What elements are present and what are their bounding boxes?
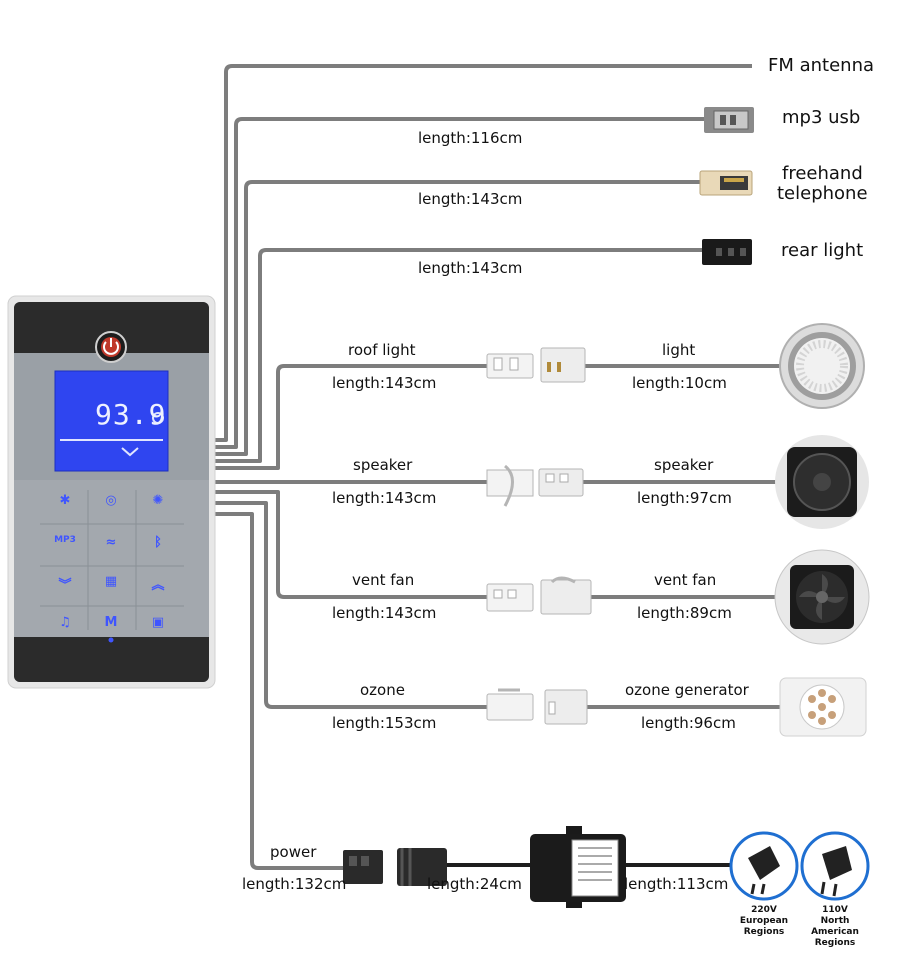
eu-plug-caption: 220V European Regions	[729, 905, 799, 938]
up-icon[interactable]: ︽	[151, 578, 165, 593]
na-region-2: Regions	[814, 938, 856, 948]
roof-light-cable	[214, 364, 487, 470]
bell-icon[interactable]: ♫	[59, 615, 71, 630]
cable-bundle	[214, 64, 780, 870]
mp3-icon[interactable]: MP3	[54, 535, 76, 545]
eu-region-1: European	[739, 916, 789, 926]
ozone-cable	[214, 501, 487, 709]
fm-antenna-cable	[214, 64, 752, 442]
power-connector-icon	[343, 848, 447, 886]
radio-icon	[152, 412, 164, 424]
timer-icon[interactable]: ◎	[105, 493, 117, 508]
ozone-generator-length: length:96cm	[641, 714, 736, 732]
vent-fan-connector-icon	[486, 576, 592, 615]
eu-plug-icon	[729, 831, 799, 901]
ozone-generator-name: ozone generator	[625, 681, 749, 699]
telephone-label-1: freehand	[782, 163, 863, 184]
speaker-length-right: length:97cm	[637, 489, 732, 507]
lock-icon[interactable]: ▣	[151, 615, 165, 630]
telephone-label-2: telephone	[777, 183, 868, 204]
us-plug-icon	[800, 831, 870, 901]
speaker-length-left: length:143cm	[332, 489, 437, 507]
rear-light-connector-icon	[702, 239, 752, 265]
power-name: power	[270, 843, 317, 861]
rear-light-label: rear light	[781, 240, 864, 261]
telephone-cable	[214, 180, 700, 456]
power-length-1: length:132cm	[242, 875, 347, 893]
mode-icon[interactable]: M	[104, 615, 118, 630]
ozone-length: length:153cm	[332, 714, 437, 732]
vent-fan-length-right: length:89cm	[637, 604, 732, 622]
power-length-2: length:24cm	[427, 875, 522, 893]
lcd-screen	[54, 370, 169, 472]
down-icon[interactable]: ︾	[58, 578, 72, 593]
vent-fan-icon	[774, 549, 870, 645]
fan-icon[interactable]: ✺	[152, 493, 164, 508]
roof-light-name: roof light	[348, 341, 416, 359]
speaker-name-left: speaker	[353, 456, 413, 474]
fm-antenna-label: FM antenna	[768, 55, 875, 76]
eu-region-2: Regions	[743, 927, 785, 937]
ozone-generator-icon	[779, 677, 867, 737]
light-name: light	[662, 341, 696, 359]
power-button-icon	[95, 331, 127, 363]
speaker-icon	[775, 435, 869, 529]
telephone-length: length:143cm	[418, 190, 523, 208]
heater-icon[interactable]: ▦	[104, 574, 118, 589]
chevron-down-icon	[121, 447, 139, 457]
eu-voltage: 220V	[751, 905, 777, 915]
speaker-name-right: speaker	[654, 456, 714, 474]
power-cable	[214, 512, 345, 870]
sun-icon[interactable]: ✱	[59, 493, 71, 508]
power-adapter-icon	[530, 826, 626, 908]
na-plug-caption: 110V North American Regions	[798, 905, 872, 949]
speaker-connector-icon	[486, 464, 584, 507]
na-region-1: North American	[811, 916, 859, 937]
vent-fan-length-left: length:143cm	[332, 604, 437, 622]
power-length-3: length:113cm	[624, 875, 729, 893]
na-voltage: 110V	[822, 905, 848, 915]
steam-icon[interactable]: ≈	[105, 535, 117, 550]
bluetooth-icon[interactable]: ᛒ	[154, 535, 162, 550]
usb-length: length:116cm	[418, 129, 523, 147]
roof-light-length: length:143cm	[332, 374, 437, 392]
vent-fan-name-right: vent fan	[654, 571, 717, 589]
ozone-name: ozone	[360, 681, 405, 699]
led-light-icon	[779, 323, 865, 409]
status-led-icon	[108, 637, 114, 643]
roof-light-connector-icon	[486, 347, 586, 383]
usb-cable	[214, 117, 705, 449]
light-length: length:10cm	[632, 374, 727, 392]
vent-fan-name-left: vent fan	[352, 571, 415, 589]
usb-connector-icon	[704, 107, 754, 133]
telephone-jack-icon	[699, 170, 753, 196]
ozone-connector-icon	[486, 688, 588, 725]
rear-light-length: length:143cm	[418, 259, 523, 277]
lcd-readout: 93.9	[95, 398, 167, 431]
mp3-usb-label: mp3 usb	[782, 107, 861, 128]
rear-light-cable	[214, 248, 703, 463]
vent-fan-cable	[214, 490, 487, 599]
